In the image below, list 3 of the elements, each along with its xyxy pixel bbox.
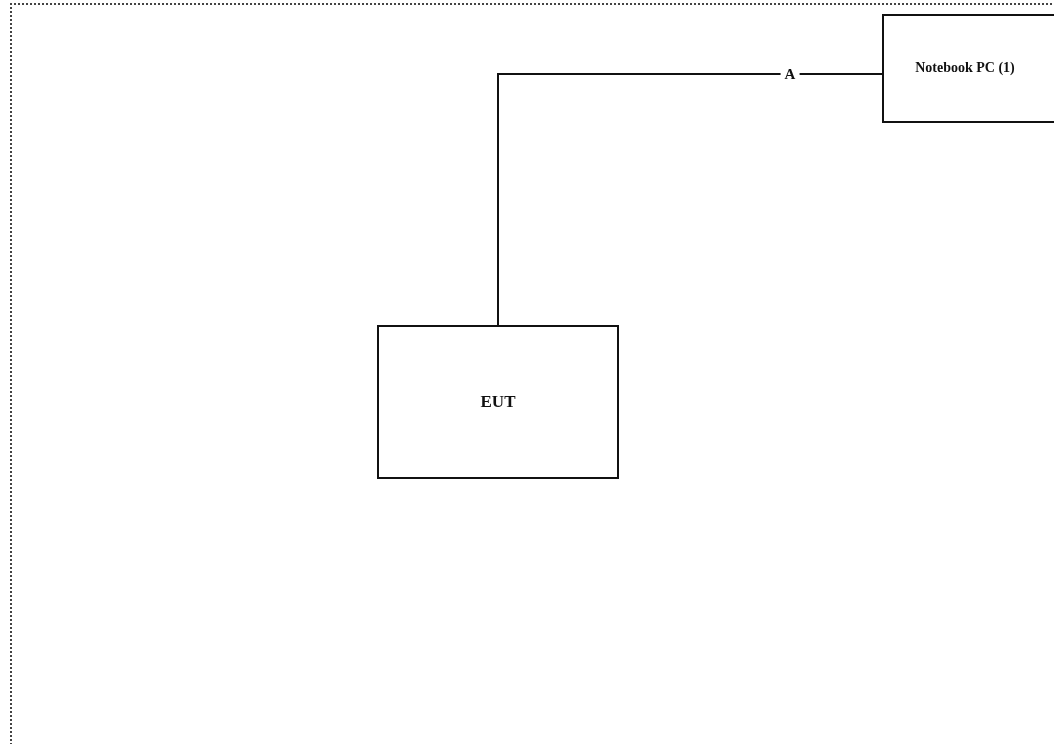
device-box: Notebook PC (1) [882,14,1054,123]
connection-line [497,72,883,326]
device-box: EUT [377,325,619,479]
